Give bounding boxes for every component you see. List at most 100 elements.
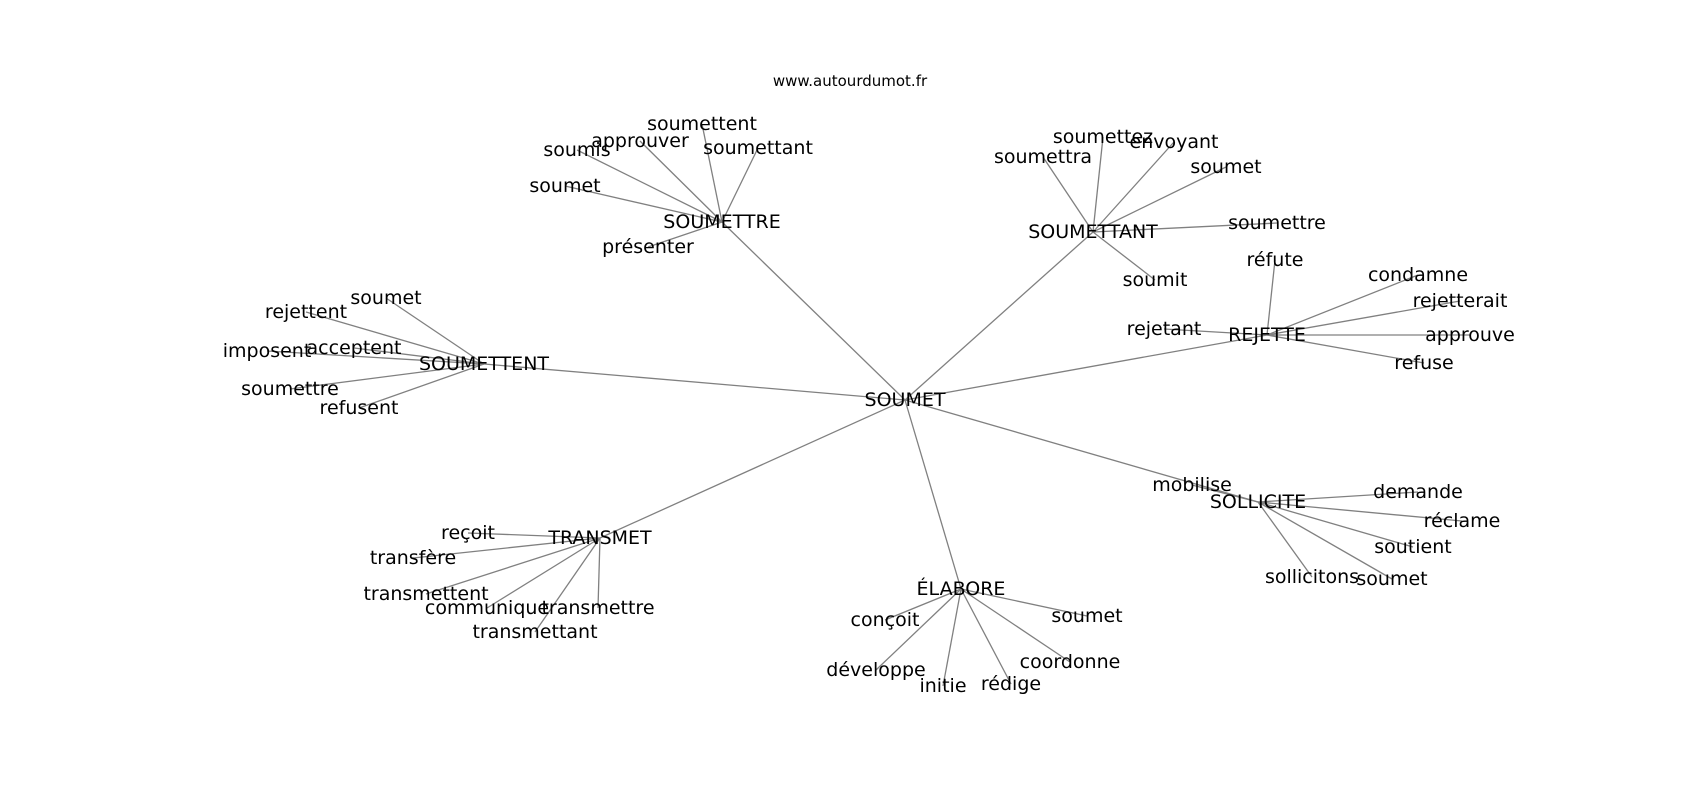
leaf-node[interactable]: transmettre xyxy=(541,597,654,619)
edge-hub-to-leaf xyxy=(353,347,485,365)
hub-node[interactable]: SOUMETTRE xyxy=(663,211,780,233)
leaf-node[interactable]: rejettent xyxy=(265,301,347,323)
edges-layer xyxy=(266,123,1470,687)
edge-hub-to-leaf xyxy=(486,537,601,609)
leaf-node[interactable]: soumet xyxy=(1051,605,1122,627)
edge-hub-to-leaf xyxy=(1092,222,1278,233)
leaf-node[interactable]: soumettant xyxy=(703,137,813,159)
edge-hub-to-leaf xyxy=(1266,274,1419,336)
edge-hub-to-leaf xyxy=(597,537,601,609)
edge-hub-to-leaf xyxy=(1257,501,1313,578)
edge-hub-to-leaf xyxy=(1257,501,1414,548)
hub-node[interactable]: REJETTE xyxy=(1228,324,1306,346)
hub-node[interactable]: SOLLICITE xyxy=(1210,491,1306,513)
leaf-node[interactable]: soumettre xyxy=(1228,212,1326,234)
leaf-node[interactable]: présenter xyxy=(602,236,694,258)
leaf-node[interactable]: reçoit xyxy=(441,522,495,544)
leaf-node[interactable]: soumit xyxy=(1123,269,1188,291)
leaf-node[interactable]: communique xyxy=(425,597,549,619)
hub-node[interactable]: SOUMETTANT xyxy=(1028,221,1158,243)
site-title: www.autourdumot.fr xyxy=(772,72,928,90)
hub-node[interactable]: TRANSMET xyxy=(547,527,652,549)
leaf-node[interactable]: rejetterait xyxy=(1413,290,1508,312)
leaf-node[interactable]: transmettent xyxy=(363,583,488,605)
leaf-node[interactable]: soumis xyxy=(543,139,610,161)
leaf-node[interactable]: envoyant xyxy=(1130,131,1219,153)
edge-hub-to-leaf xyxy=(412,537,601,559)
edge-hub-to-leaf xyxy=(1092,166,1227,233)
leaf-node[interactable]: réclame xyxy=(1424,510,1501,532)
edge-hub-to-leaf xyxy=(1257,491,1419,503)
leaf-node[interactable]: soutient xyxy=(1374,536,1451,558)
edge-hub-to-leaf xyxy=(884,588,962,621)
leaf-node[interactable]: mobilise xyxy=(1152,474,1232,496)
edge-hub-to-leaf xyxy=(289,363,485,390)
leaf-node[interactable]: coordonne xyxy=(1020,651,1121,673)
leaf-node[interactable]: soumet xyxy=(1190,156,1261,178)
edge-root-to-hub xyxy=(904,334,1268,401)
leaf-node[interactable]: conçoit xyxy=(851,609,920,631)
edge-hub-to-leaf xyxy=(1257,501,1463,522)
edge-hub-to-leaf xyxy=(425,537,601,595)
edge-hub-to-leaf xyxy=(1042,156,1094,233)
hub-node[interactable]: SOUMETTENT xyxy=(419,353,549,375)
edge-hub-to-leaf xyxy=(1257,501,1393,580)
edge-hub-to-leaf xyxy=(564,185,723,223)
leaf-node[interactable]: soumettent xyxy=(647,113,757,135)
edge-hub-to-leaf xyxy=(960,588,1071,663)
edge-hub-to-leaf xyxy=(534,537,601,633)
leaf-node[interactable]: soumet xyxy=(350,287,421,309)
edge-hub-to-leaf xyxy=(467,532,601,539)
leaf-node[interactable]: développe xyxy=(826,659,925,681)
leaf-node[interactable]: demande xyxy=(1373,481,1463,503)
edge-hub-to-leaf xyxy=(960,588,1012,685)
edge-hub-to-leaf xyxy=(1092,136,1104,233)
edge-hub-to-leaf xyxy=(1266,334,1425,364)
leaf-node[interactable]: soumet xyxy=(529,175,600,197)
edge-root-to-hub xyxy=(904,399,962,590)
root-node[interactable]: SOUMET xyxy=(865,389,946,411)
leaf-node[interactable]: transmettant xyxy=(472,621,597,643)
edge-hub-to-leaf xyxy=(960,588,1088,617)
leaf-node[interactable]: approuve xyxy=(1425,324,1515,346)
edge-hub-to-leaf xyxy=(639,140,723,223)
leaf-node[interactable]: imposent xyxy=(223,340,312,362)
edge-root-to-hub xyxy=(904,231,1094,401)
edge-root-to-hub xyxy=(599,399,906,539)
leaf-node[interactable]: acceptent xyxy=(307,337,402,359)
leaf-node[interactable]: réfute xyxy=(1247,249,1304,271)
edge-hub-to-leaf xyxy=(1163,328,1268,336)
edge-hub-to-leaf xyxy=(875,588,962,671)
edge-hub-to-leaf xyxy=(1092,231,1156,281)
leaf-node[interactable]: rejetant xyxy=(1127,318,1202,340)
leaf-node[interactable]: soumettez xyxy=(1053,126,1153,148)
leaf-node[interactable]: soumettra xyxy=(994,146,1092,168)
leaf-node[interactable]: soumet xyxy=(1356,568,1427,590)
edge-hub-to-leaf xyxy=(385,297,485,365)
edge-root-to-hub xyxy=(721,221,906,401)
edge-hub-to-leaf xyxy=(1266,300,1461,336)
leaf-node[interactable]: initie xyxy=(919,675,966,697)
edge-hub-to-leaf xyxy=(942,588,962,687)
edge-hub-to-leaf xyxy=(305,311,485,365)
edge-hub-to-leaf xyxy=(1266,259,1276,336)
edge-hub-to-leaf xyxy=(576,149,723,223)
leaf-node[interactable]: transfère xyxy=(370,547,456,569)
leaf-node[interactable]: sollicitons xyxy=(1265,566,1359,588)
edge-hub-to-leaf xyxy=(1092,141,1175,233)
leaf-node[interactable]: approuver xyxy=(591,130,689,152)
edge-hub-to-leaf xyxy=(647,221,723,248)
leaf-node[interactable]: condamne xyxy=(1368,264,1468,286)
edge-hub-to-leaf xyxy=(358,363,485,409)
edge-root-to-hub xyxy=(483,363,906,401)
leaf-node[interactable]: soumettre xyxy=(241,378,339,400)
labels-layer: SOUMET SOUMETTRE soumettentapprouversoumis… xyxy=(223,113,1515,697)
leaf-node[interactable]: refuse xyxy=(1394,352,1453,374)
edge-hub-to-leaf xyxy=(701,123,723,223)
hub-node[interactable]: ÉLABORE xyxy=(917,577,1006,600)
edge-hub-to-leaf xyxy=(1191,484,1259,503)
leaf-node[interactable]: refusent xyxy=(320,397,399,419)
leaf-node[interactable]: rédige xyxy=(981,673,1041,695)
edge-root-to-hub xyxy=(904,399,1259,503)
